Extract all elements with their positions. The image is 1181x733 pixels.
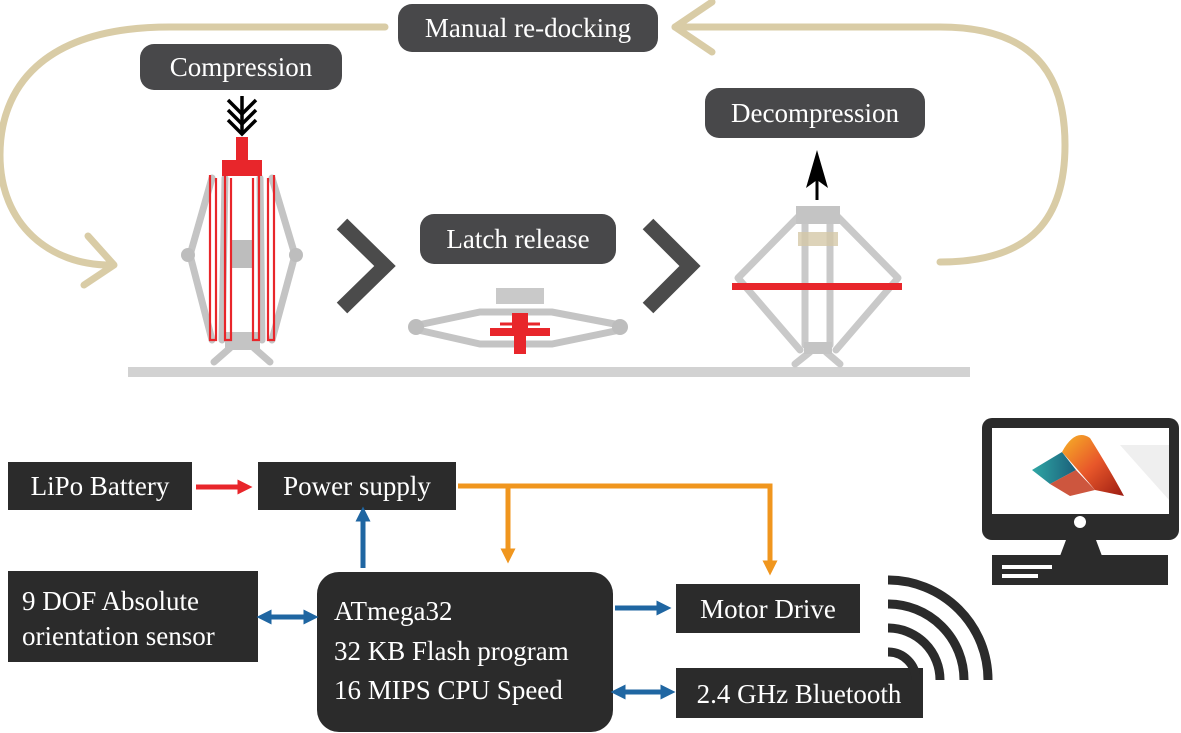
matlab-logo-icon bbox=[1032, 435, 1124, 496]
robot-decompressed-state bbox=[732, 206, 902, 368]
svg-text:Manual re-docking: Manual re-docking bbox=[425, 13, 631, 43]
motor-drive-block: Motor Drive bbox=[676, 584, 860, 633]
stage-chevron-1-icon bbox=[336, 218, 396, 314]
robot-latch-release-state bbox=[408, 288, 628, 354]
svg-text:LiPo Battery: LiPo Battery bbox=[31, 471, 170, 501]
power-supply-block: Power supply bbox=[258, 462, 456, 510]
svg-text:Power supply: Power supply bbox=[283, 471, 431, 501]
redocking-loop bbox=[0, 0, 1069, 289]
lipo-battery-block: LiPo Battery bbox=[8, 462, 192, 510]
svg-text:9 DOF Absolute: 9 DOF Absolute bbox=[22, 586, 199, 616]
svg-text:16 MIPS CPU Speed: 16 MIPS CPU Speed bbox=[334, 675, 563, 705]
robot-compressed-state bbox=[181, 137, 303, 366]
manual-redocking-label: Manual re-docking bbox=[398, 4, 658, 52]
stage-chevron-2-icon bbox=[642, 218, 701, 314]
svg-text:Motor Drive: Motor Drive bbox=[700, 594, 836, 624]
svg-text:orientation sensor: orientation sensor bbox=[22, 621, 215, 651]
svg-text:Latch release: Latch release bbox=[446, 224, 589, 254]
svg-text:Compression: Compression bbox=[170, 52, 313, 82]
bluetooth-block: 2.4 GHz Bluetooth bbox=[676, 668, 923, 718]
atmega32-mcu-block: ATmega32 32 KB Flash program 16 MIPS CPU… bbox=[317, 572, 613, 732]
wireless-signal-icon bbox=[887, 575, 993, 681]
latch-release-label: Latch release bbox=[420, 214, 616, 264]
compression-arrow-icon bbox=[226, 96, 258, 137]
decompression-label: Decompression bbox=[705, 88, 925, 138]
svg-text:32 KB Flash program: 32 KB Flash program bbox=[334, 636, 569, 666]
svg-text:Decompression: Decompression bbox=[731, 98, 899, 128]
decompression-arrow-icon bbox=[806, 150, 828, 200]
desktop-computer-icon bbox=[982, 418, 1179, 585]
compression-label: Compression bbox=[140, 44, 342, 90]
ground-line bbox=[128, 367, 970, 377]
svg-text:2.4 GHz Bluetooth: 2.4 GHz Bluetooth bbox=[697, 679, 902, 709]
svg-text:ATmega32: ATmega32 bbox=[334, 596, 452, 626]
orientation-sensor-block: 9 DOF Absolute orientation sensor bbox=[8, 571, 258, 662]
supply-distribution-arrows bbox=[458, 483, 778, 576]
